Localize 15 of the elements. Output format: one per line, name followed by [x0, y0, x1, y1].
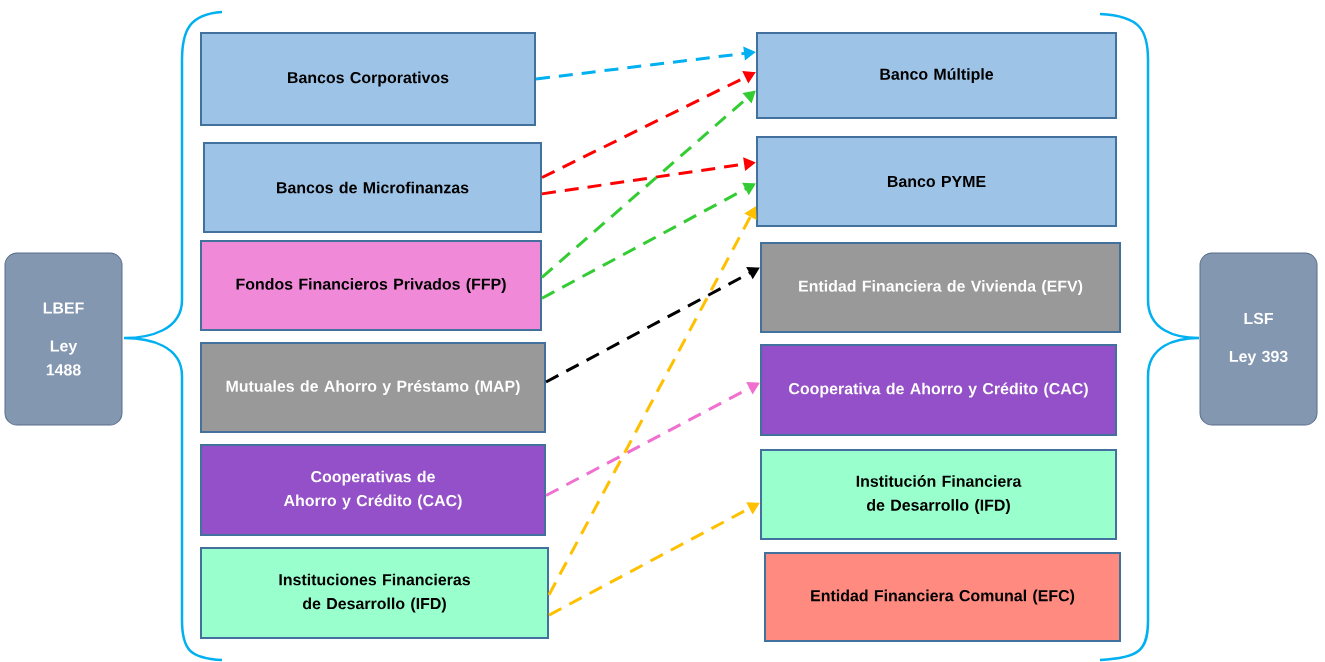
entity-box: Banco PYME [756, 136, 1117, 227]
entity-box: Mutuales de Ahorro y Préstamo (MAP) [200, 342, 546, 433]
entity-box: Entidad Financiera de Vivienda (EFV) [760, 242, 1121, 333]
entity-box: Entidad Financiera Comunal (EFC) [764, 552, 1121, 642]
entity-box: Bancos de Microfinanzas [203, 142, 542, 233]
arrow [541, 90, 756, 279]
entity-box: Banco Múltiple [756, 32, 1117, 119]
entity-box: Bancos Corporativos [200, 32, 536, 126]
entity-box: Instituciones Financieras de Desarrollo (IFD) [200, 547, 549, 639]
entity-box: Institución Financiera de Desarrollo (IFD) [760, 449, 1117, 540]
entity-box: Fondos Financieros Privados (FFP) [200, 240, 542, 331]
law-box: LBEF Ley 1488 [4, 252, 123, 426]
entity-box: Cooperativa de Ahorro y Crédito (CAC) [760, 344, 1117, 436]
law-box: LSF Ley 393 [1199, 252, 1318, 426]
entity-box: Cooperativas de Ahorro y Crédito (CAC) [200, 444, 546, 536]
